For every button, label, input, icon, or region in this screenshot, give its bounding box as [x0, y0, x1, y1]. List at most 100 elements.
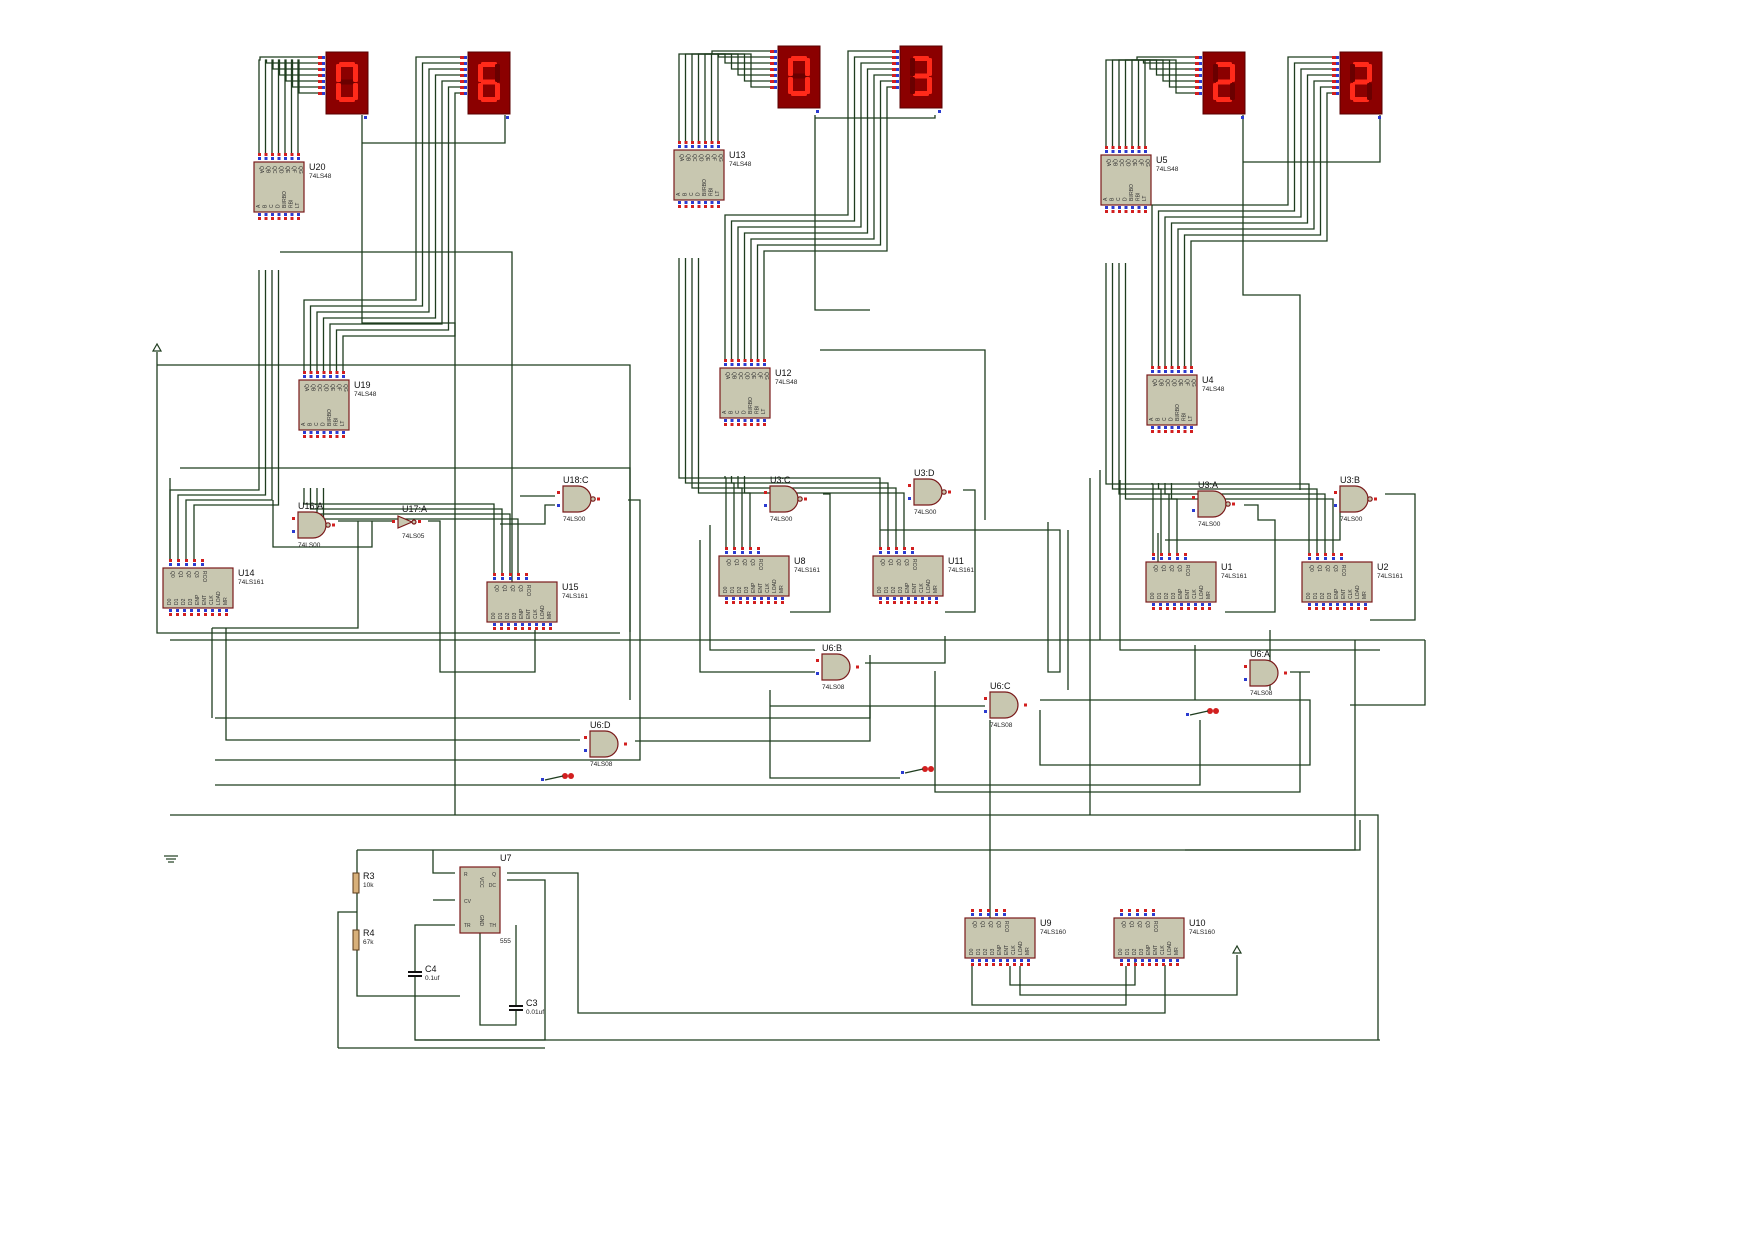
pin-marker	[464, 80, 467, 83]
pin-marker	[277, 157, 281, 160]
counter-pin-label: D2	[737, 586, 743, 593]
pin-marker	[1195, 92, 1199, 95]
segment-f	[336, 64, 341, 82]
pin-marker	[914, 601, 917, 604]
wire	[212, 521, 359, 629]
decoder-pin-label: B	[683, 192, 689, 196]
segment-a	[791, 56, 807, 61]
gate-ref: U6:D	[590, 720, 611, 730]
wire	[1151, 56, 1338, 366]
counter-part: 74LS160	[1189, 929, 1215, 936]
pin-marker	[1192, 496, 1195, 499]
pin-marker	[816, 672, 819, 675]
pin-marker	[549, 627, 552, 630]
decoder-pin-label: D	[321, 422, 327, 426]
pin-marker	[342, 435, 345, 438]
segment-d	[339, 97, 355, 102]
gate-ref: U6:C	[990, 681, 1011, 691]
inverter-body	[397, 515, 414, 529]
pin-marker	[1157, 366, 1161, 369]
segment-b	[1367, 64, 1372, 82]
pin-marker	[549, 623, 552, 626]
counter-pin-label: CLK	[1348, 589, 1354, 599]
pin-marker	[1308, 603, 1311, 606]
counter-part: 74LS160	[1040, 929, 1066, 936]
pin-marker	[1152, 557, 1155, 560]
pin-marker	[557, 491, 560, 494]
switch-lever	[1189, 710, 1209, 716]
pin-marker	[1137, 210, 1141, 213]
pin-marker	[1177, 426, 1180, 429]
counter-pin-label: Q0	[493, 585, 499, 592]
pin-marker	[1177, 430, 1180, 433]
pin-marker	[292, 530, 295, 533]
wire	[1157, 62, 1338, 366]
switch-contact	[1207, 708, 1213, 714]
decoder-pin-label: QE	[1131, 159, 1137, 167]
counter-pin-label: D3	[1327, 592, 1333, 599]
pin-marker	[1340, 557, 1343, 560]
wire	[215, 655, 871, 719]
pin-marker	[1195, 56, 1199, 59]
pin-marker	[725, 597, 728, 600]
gate-part: 74LS05	[402, 533, 425, 540]
wire	[362, 115, 506, 144]
pin-marker	[557, 504, 560, 507]
wire	[309, 488, 503, 574]
decoder-pin-label: C	[1162, 417, 1168, 421]
pin-marker	[1183, 426, 1187, 429]
pin-marker	[1201, 607, 1204, 610]
pin-marker	[1152, 913, 1155, 916]
pin-marker	[903, 547, 906, 550]
pin-marker	[971, 963, 974, 966]
decoder-pin-label: D	[276, 204, 282, 208]
pin-marker	[176, 613, 179, 616]
wire	[724, 476, 881, 548]
pin-marker	[987, 909, 990, 912]
decoder-part: 74LS48	[775, 379, 798, 386]
pin-marker	[985, 959, 988, 962]
segment-g	[339, 79, 355, 85]
pin-marker	[1105, 150, 1108, 153]
pin-marker	[1199, 92, 1202, 95]
pin-marker	[316, 371, 319, 374]
gate-ref: U6:B	[822, 643, 842, 653]
gate-body	[913, 478, 943, 506]
pin-marker	[900, 597, 903, 600]
counter-pin-label: RCO	[1152, 921, 1158, 932]
decoder-pin-label: QB	[731, 372, 737, 380]
pin-marker	[737, 363, 740, 366]
decoder-pin-label: RBI	[289, 200, 295, 208]
gate-ref: U3:C	[770, 475, 791, 485]
wire	[177, 270, 267, 560]
pin-marker	[176, 609, 179, 612]
pin-marker	[1151, 370, 1154, 373]
counter-pin-label: MR	[779, 585, 785, 593]
counter-part: 74LS161	[794, 567, 820, 574]
gate-part: 74LS00	[1198, 521, 1221, 528]
pin-marker	[1134, 963, 1137, 966]
pin-marker	[335, 431, 339, 434]
counter-pin-label: ENT	[1185, 589, 1191, 599]
decoder-part: 74LS48	[309, 173, 332, 180]
decoder-pin-label: C	[735, 410, 741, 414]
segment-b	[353, 64, 358, 82]
counter-pin-label: D0	[491, 612, 497, 619]
pin-marker	[743, 419, 747, 422]
wire	[337, 911, 357, 1048]
pin-marker	[684, 205, 688, 208]
pin-marker	[322, 86, 325, 89]
counter-pin-label: LOAD	[1355, 585, 1361, 599]
counter-pin-label: ENP	[195, 594, 201, 605]
pin-marker	[725, 547, 728, 550]
pin-marker	[509, 573, 512, 576]
pin-marker	[1316, 553, 1319, 556]
pin-marker	[743, 359, 747, 362]
pin-marker	[770, 62, 774, 65]
